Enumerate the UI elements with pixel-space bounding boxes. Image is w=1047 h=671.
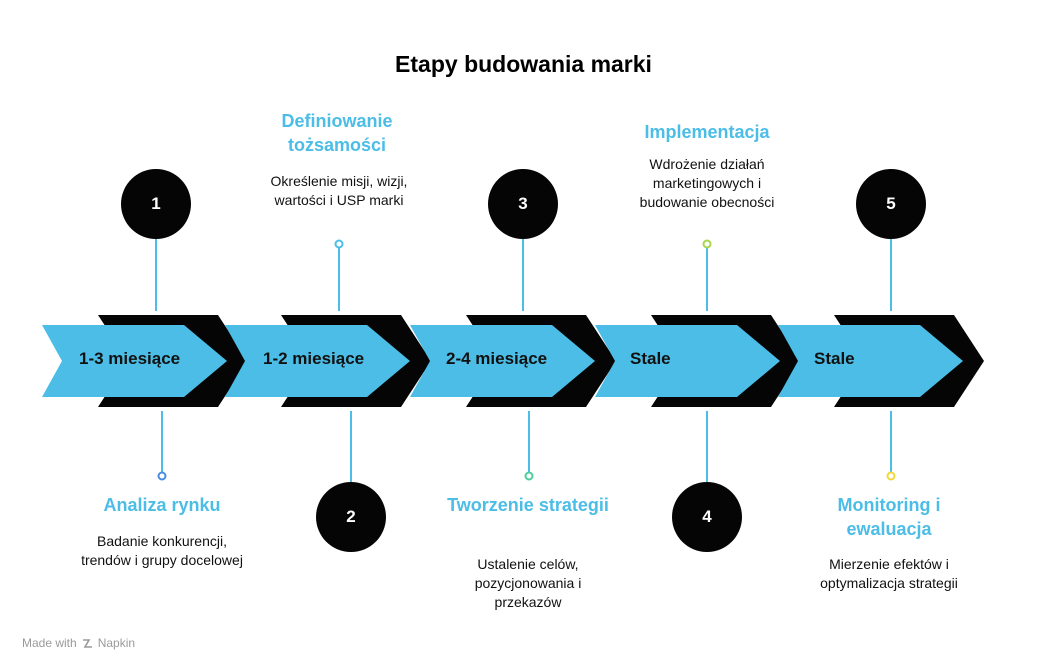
napkin-logo-icon (82, 638, 92, 648)
stage-2-connector-dot (334, 239, 344, 249)
stage-3-connector-dot (524, 471, 534, 481)
stage-4-description: Wdrożenie działań marketingowych i budow… (639, 156, 775, 210)
stage-1-description: Badanie konkurencji, trendów i grupy doc… (81, 533, 243, 568)
stage-1-duration: 1-3 miesiące (79, 349, 181, 368)
connector-lines (155, 239, 896, 482)
stage-4-duration: Stale (630, 349, 671, 368)
stage-2-title: Definiowanie tożsamości (281, 111, 393, 155)
stage-2-chevron (225, 325, 410, 397)
stage-2-duration: 1-2 miesiące (263, 349, 365, 368)
stage-5-chevron (778, 325, 963, 397)
stage-3-title: Tworzenie strategii (447, 495, 609, 515)
stage-2-description: Określenie misji, wizji, wartości i USP … (270, 173, 408, 208)
napkin-brand-label: Napkin (97, 636, 136, 650)
made-with-label: Made with (22, 636, 77, 650)
chevron-band (42, 315, 984, 407)
stage-3-number-badge: 3 (488, 169, 558, 239)
stage-5-duration: Stale (814, 349, 855, 368)
stage-3-chevron (410, 325, 595, 397)
stage-5-number-badge: 5 (856, 169, 926, 239)
stage-4-connector-dot (702, 239, 712, 249)
stage-5-description: Mierzenie efektów i optymalizacja strate… (820, 556, 958, 591)
stage-1-chevron (42, 325, 227, 397)
stage-4-title: Implementacja (644, 122, 770, 142)
stage-3-duration: 2-4 miesiące (446, 349, 548, 368)
stage-4-number-badge: 4 (672, 482, 742, 552)
stage-4-chevron (595, 325, 780, 397)
stage-5-title: Monitoring i ewaluacja (837, 495, 941, 539)
stage-1-title: Analiza rynku (103, 495, 221, 515)
stage-3-description: Ustalenie celów, pozycjonowania i przeka… (474, 556, 582, 610)
stage-5-connector-dot (886, 471, 896, 481)
footer-attribution[interactable]: Made with Napkin (22, 636, 135, 650)
stage-1-connector-dot (157, 471, 167, 481)
stage-2-number-badge: 2 (316, 482, 386, 552)
diagram-title: Etapy budowania marki (395, 51, 652, 77)
stage-1-number-badge: 1 (121, 169, 191, 239)
